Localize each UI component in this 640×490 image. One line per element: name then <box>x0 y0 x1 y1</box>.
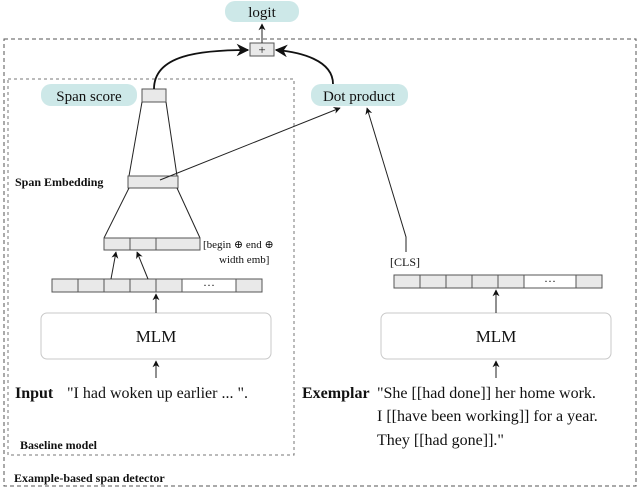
left-token-4 <box>129 278 157 293</box>
right-ellipsis: ··· <box>544 274 556 288</box>
baseline-region-label: Baseline model <box>20 438 98 452</box>
token-to-begin-arrow <box>110 251 119 280</box>
logit-tag <box>225 1 299 22</box>
plus-label: + <box>258 42 265 57</box>
span-embedding-cell <box>127 175 179 189</box>
span-score-label: Span score <box>56 89 122 105</box>
right-token-3 <box>445 274 473 289</box>
token-to-end-arrow <box>136 251 149 280</box>
input-text: "I had woken up earlier ... ". <box>67 385 248 402</box>
right-token-5 <box>497 274 525 289</box>
upper-funnel-right <box>165 101 178 177</box>
dot-product-tag <box>311 84 408 106</box>
span-score-tag <box>41 84 137 106</box>
cls-to-dot-arrow <box>365 107 407 252</box>
input-label: Input <box>15 385 54 402</box>
left-token-last <box>235 278 263 293</box>
exemplar-line2: I [[have been working]] for a year. <box>377 408 598 425</box>
cls-label: [CLS] <box>390 255 420 269</box>
left-token-3 <box>103 278 131 293</box>
span-embedding-label: Span Embedding <box>15 175 103 189</box>
dot-product-label: Dot product <box>323 89 396 105</box>
left-token-1 <box>51 278 79 293</box>
span-to-dot-arrow <box>159 107 341 181</box>
concat-note-line2: width emb] <box>219 254 269 266</box>
detector-region <box>3 38 637 487</box>
concat-cell-end <box>129 237 157 251</box>
lower-funnel-left <box>103 187 130 239</box>
exemplar-label: Exemplar <box>302 385 370 402</box>
mlm-left-label: MLM <box>136 327 177 346</box>
exemplar-line1: "She [[had done]] her home work. <box>377 385 596 402</box>
right-token-2 <box>419 274 447 289</box>
lower-funnel-right <box>176 187 201 239</box>
logit-label: logit <box>248 5 276 21</box>
concat-note-line1: [begin ⊕ end ⊕ <box>203 239 274 251</box>
upper-funnel-left <box>128 101 143 177</box>
baseline-region <box>7 78 295 456</box>
left-ellipsis: ··· <box>203 278 215 292</box>
span-score-cell <box>141 88 167 103</box>
right-token-last <box>575 274 603 289</box>
concat-cell-begin <box>103 237 131 251</box>
left-token-2 <box>77 278 105 293</box>
exemplar-line3: They [[had gone]]." <box>377 432 504 449</box>
concat-cell-width <box>155 237 201 251</box>
span-score-to-plus-arrow <box>153 43 250 90</box>
right-token-4 <box>471 274 499 289</box>
right-token-cls <box>393 274 421 289</box>
mlm-right-label: MLM <box>476 327 517 346</box>
left-token-5 <box>155 278 183 293</box>
dot-product-to-plus-arrow <box>274 44 334 85</box>
detector-region-label: Example-based span detector <box>14 471 165 485</box>
